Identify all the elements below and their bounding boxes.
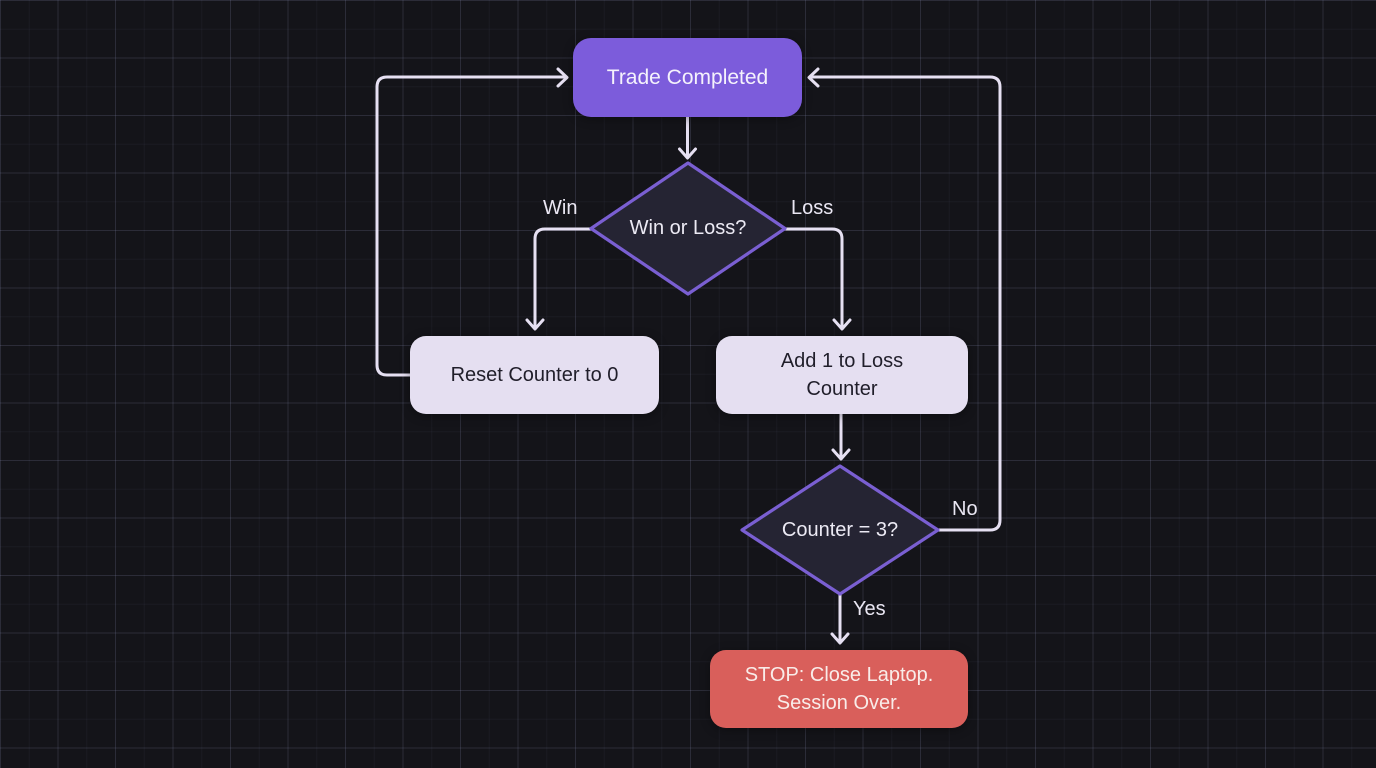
- node-counter-decision: Counter = 3?: [739, 463, 941, 597]
- edge-winloss-to-add: [784, 227, 852, 331]
- edge-label-win: Win: [543, 197, 578, 219]
- node-stop-session: STOP: Close Laptop. Session Over.: [710, 650, 968, 728]
- node-win-or-loss-label: Win or Loss?: [629, 217, 747, 239]
- edge-counter-to-trade-no-loop: [807, 67, 1002, 532]
- edge-label-yes: Yes: [853, 598, 886, 620]
- edge-label-loss: Loss: [791, 197, 834, 219]
- node-trade-completed-label: Trade Completed: [606, 65, 769, 89]
- node-add-loss-counter: Add 1 to Loss Counter: [716, 336, 968, 414]
- edge-winloss-to-reset: [525, 227, 593, 331]
- edge-trade-to-winloss: [678, 115, 697, 160]
- edge-label-no: No: [952, 498, 978, 520]
- node-add-loss-counter-label: Add 1 to Loss Counter: [780, 350, 904, 400]
- node-reset-counter-label: Reset Counter to 0: [450, 364, 619, 386]
- node-trade-completed: Trade Completed: [573, 38, 802, 117]
- node-counter-label: Counter = 3?: [781, 518, 899, 541]
- node-reset-counter: Reset Counter to 0: [410, 336, 659, 414]
- edge-reset-to-trade-loop: [375, 67, 569, 377]
- node-stop-session-label: STOP: Close Laptop. Session Over.: [744, 664, 934, 714]
- edge-add-to-counter: [831, 412, 851, 461]
- edge-counter-to-stop: [830, 593, 850, 645]
- diamond-shape: [740, 464, 940, 596]
- node-win-or-loss-decision: Win or Loss?: [588, 160, 788, 297]
- diamond-shape: [589, 161, 787, 296]
